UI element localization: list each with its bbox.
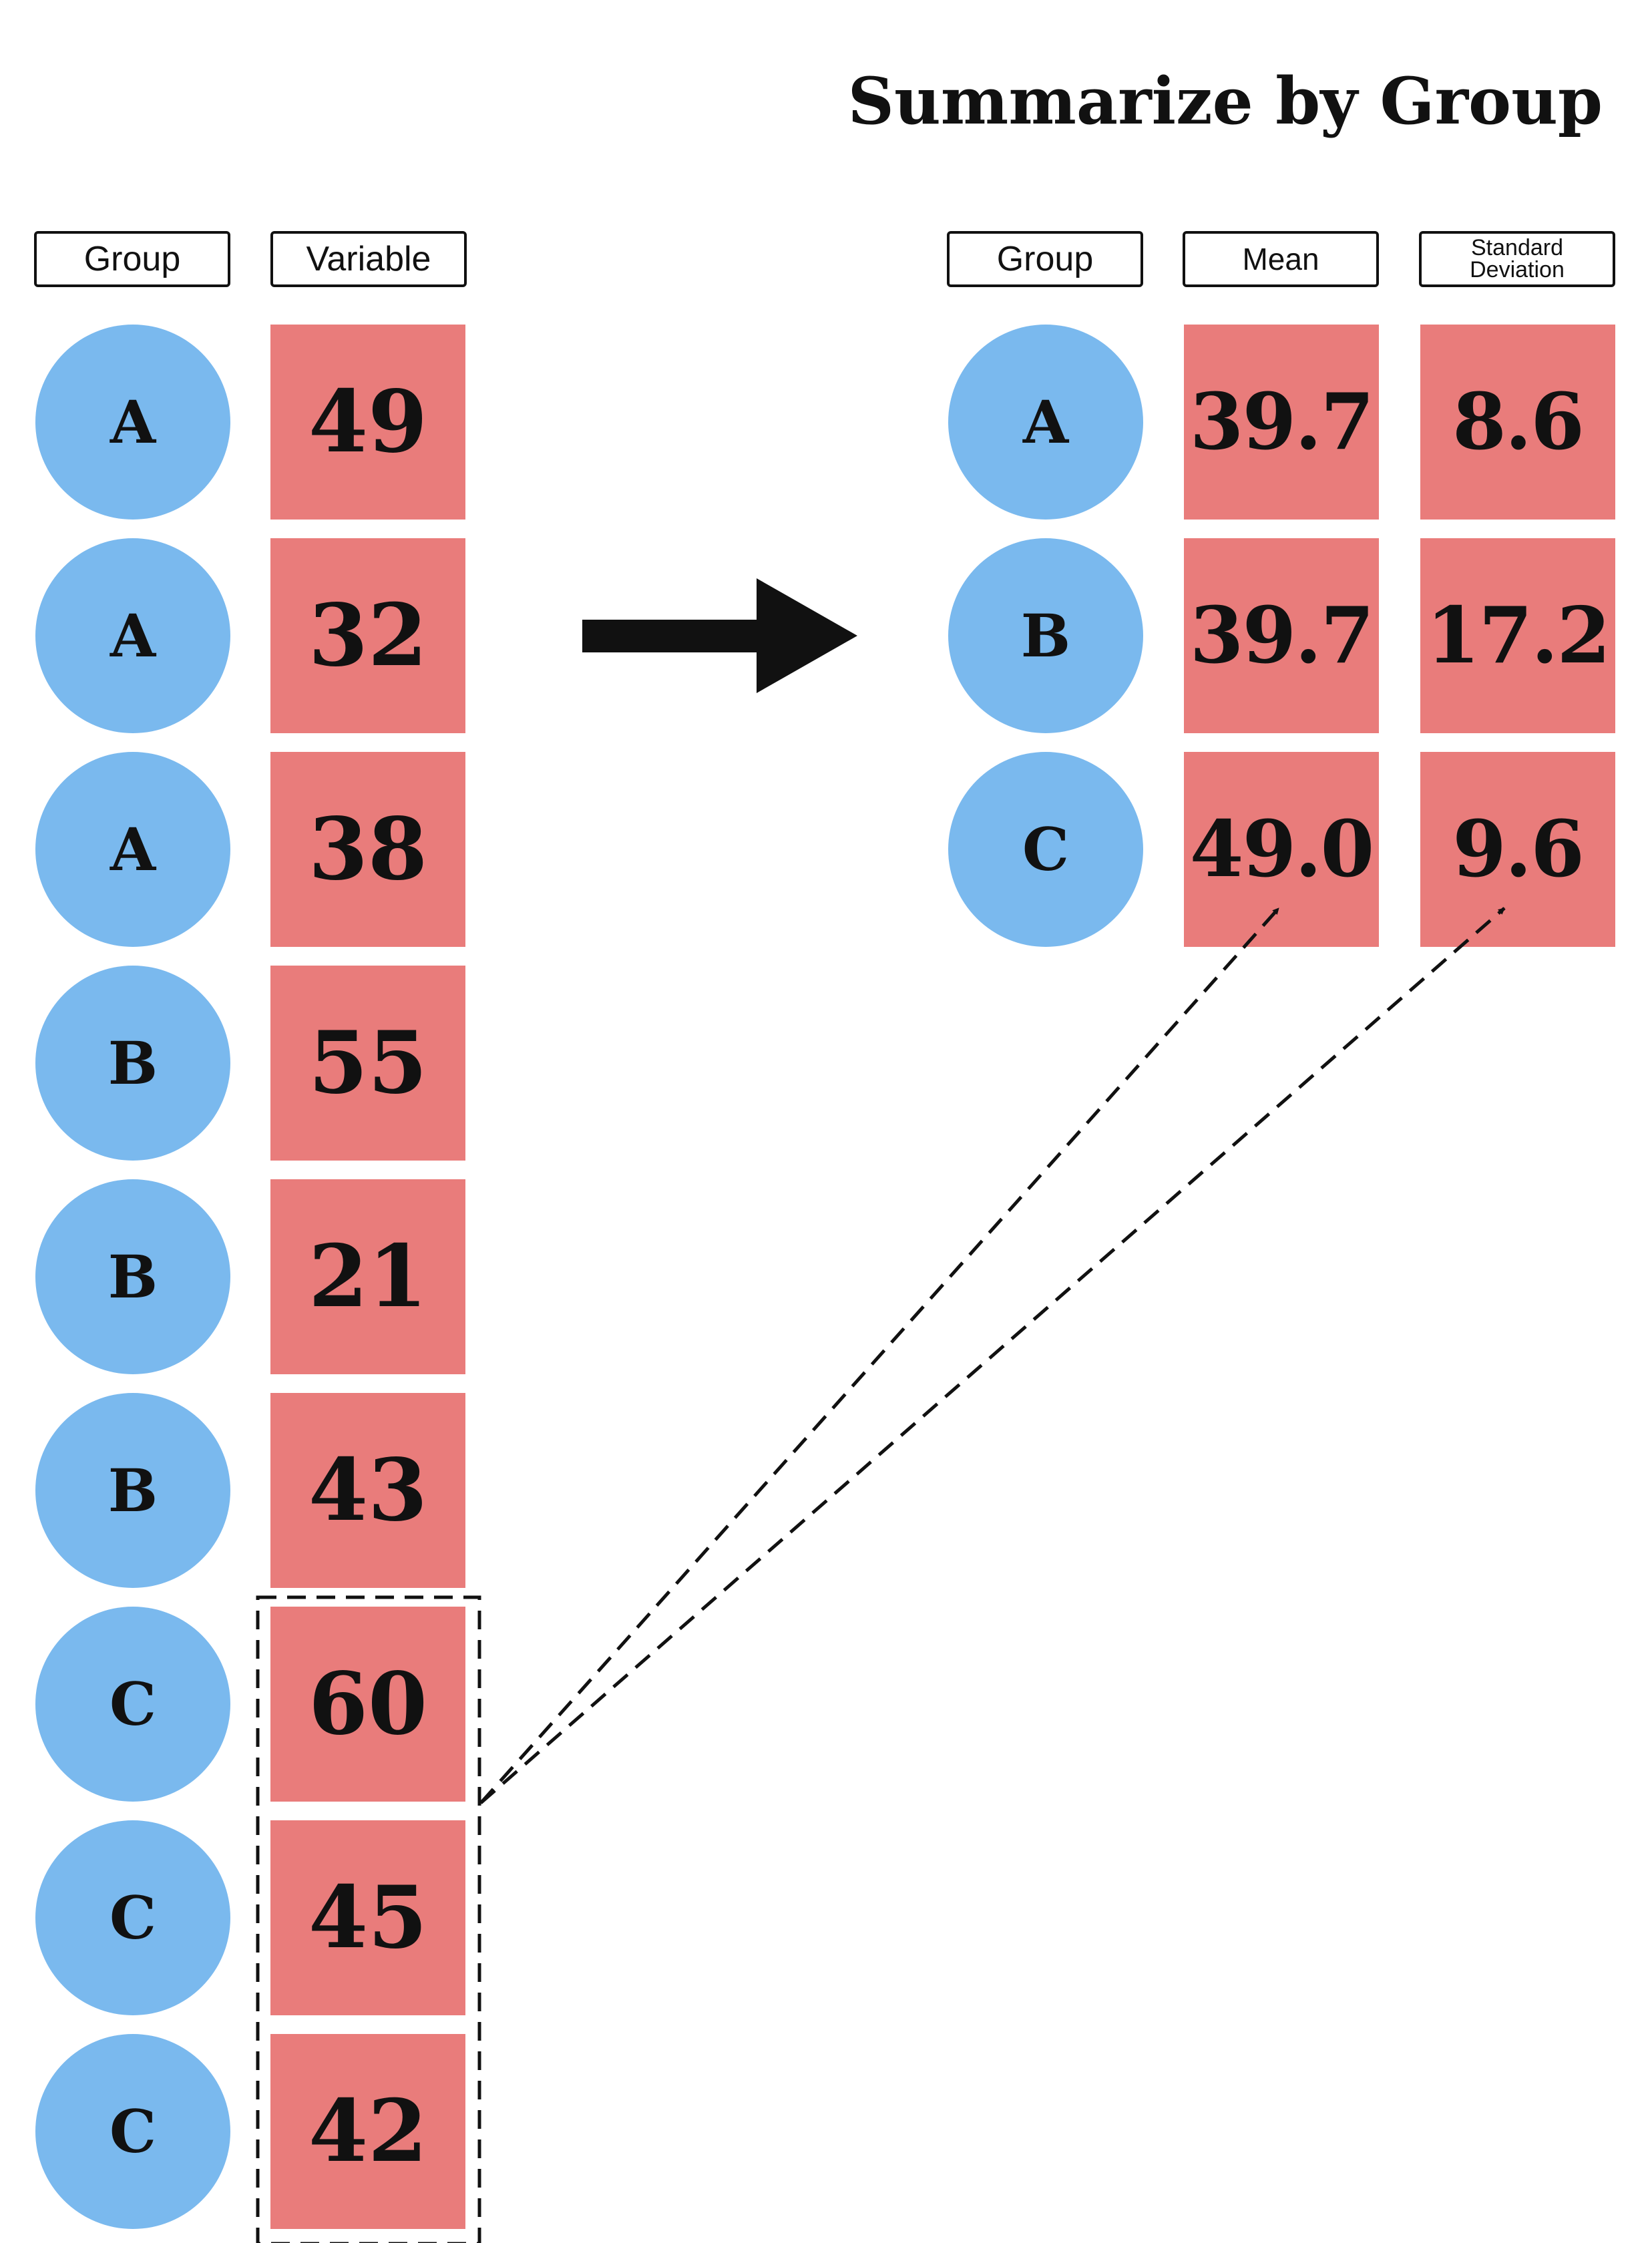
connector-to-mean (479, 907, 1280, 1804)
left-value-square: 60 (270, 1607, 465, 1802)
group-c-selection-box (256, 1595, 481, 2243)
left-group-circle: A (35, 752, 230, 947)
right-group-header: Group (947, 231, 1143, 287)
mean-square: 39.7 (1184, 325, 1379, 520)
left-value-square: 32 (270, 538, 465, 733)
right-mean-header: Mean (1183, 231, 1379, 287)
sd-square: 17.2 (1420, 538, 1615, 733)
left-value-square: 21 (270, 1179, 465, 1374)
mean-square: 49.0 (1184, 752, 1379, 947)
left-group-header: Group (34, 231, 230, 287)
sd-header-line2: Deviation (1470, 257, 1565, 282)
left-group-circle: A (35, 538, 230, 733)
sd-square: 9.6 (1420, 752, 1615, 947)
left-group-circle: C (35, 1820, 230, 2015)
left-group-circle: B (35, 1393, 230, 1588)
left-value-square: 38 (270, 752, 465, 947)
right-group-circle: C (948, 752, 1143, 947)
left-group-circle: B (35, 1179, 230, 1374)
page-title: Summarize by Group (847, 63, 1603, 139)
left-group-circle: B (35, 966, 230, 1161)
transform-arrow-icon (582, 578, 857, 693)
connector-to-sd (479, 907, 1506, 1804)
mean-square: 39.7 (1184, 538, 1379, 733)
sd-header-line1: Standard (1471, 235, 1563, 260)
left-value-square: 55 (270, 966, 465, 1161)
sd-square: 8.6 (1420, 325, 1615, 520)
left-group-circle: A (35, 325, 230, 520)
right-sd-header: Standard Deviation (1419, 231, 1615, 287)
left-value-square: 45 (270, 1820, 465, 2015)
left-variable-header: Variable (270, 231, 467, 287)
left-group-circle: C (35, 2034, 230, 2229)
left-value-square: 49 (270, 325, 465, 520)
left-group-circle: C (35, 1607, 230, 1802)
right-group-circle: B (948, 538, 1143, 733)
left-value-square: 43 (270, 1393, 465, 1588)
left-value-square: 42 (270, 2034, 465, 2229)
right-group-circle: A (948, 325, 1143, 520)
